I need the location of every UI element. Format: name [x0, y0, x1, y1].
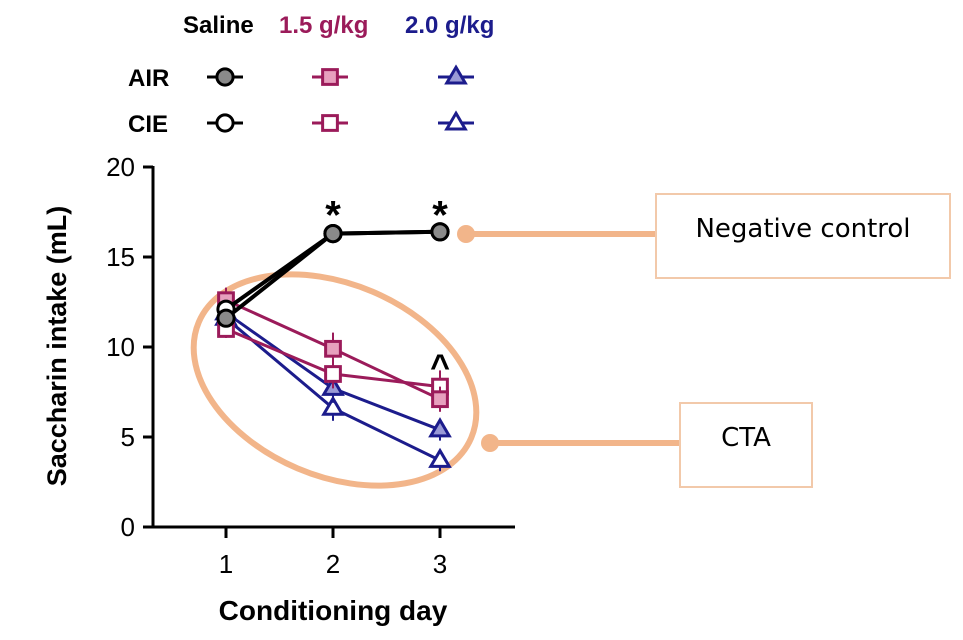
legend-header-saline: Saline: [183, 12, 254, 39]
cta-ellipse: [190, 271, 480, 489]
legend-key-marker: [321, 68, 339, 86]
y-tick-label: 0: [121, 512, 135, 542]
data-point: [324, 365, 342, 383]
data-point: [428, 417, 452, 438]
data-point: [321, 395, 345, 416]
negative-control-dot: [457, 225, 475, 243]
legend-row-air: AIR: [128, 65, 169, 92]
x-tick-label: 3: [433, 549, 447, 579]
legend-header-2-0: 2.0 g/kg: [405, 12, 494, 39]
legend-key-marker: [444, 110, 468, 131]
legend-key: [312, 114, 348, 132]
x-tick-label: 1: [219, 549, 233, 579]
significance-marker: ^: [430, 348, 450, 386]
x-axis-label: Conditioning day: [219, 595, 448, 626]
legend-key: [207, 113, 243, 133]
annotations: * * ^: [325, 194, 450, 386]
legend-key: [207, 67, 243, 87]
data-point: [323, 224, 343, 244]
legend-key-marker: [215, 113, 235, 133]
y-tick-label: 20: [106, 152, 135, 182]
y-tick-label: 5: [121, 422, 135, 452]
data-point: [428, 447, 452, 468]
significance-marker: *: [325, 194, 341, 238]
legend-row-cie: CIE: [128, 111, 168, 138]
y-tick-label: 10: [106, 332, 135, 362]
legend: Saline 1.5 g/kg 2.0 g/kg AIR CIE: [128, 12, 494, 138]
axes: 0 5 10 15 20 1 2 3 Saccharin intake (mL) Condi…: [42, 152, 515, 626]
legend-key-marker: [215, 67, 235, 87]
legend-key: [438, 64, 474, 85]
legend-keys: [207, 64, 474, 133]
cta-dot: [481, 434, 499, 452]
series-line: [224, 229, 441, 311]
cta-box: [679, 402, 813, 488]
x-ticks: 1 2 3: [219, 527, 447, 579]
y-ticks: 0 5 10 15 20: [106, 152, 153, 542]
callout-shapes: Negative control CTA: [190, 193, 951, 489]
negative-control-box: [655, 193, 951, 279]
legend-key-marker: [321, 114, 339, 132]
series-saline-air: [216, 222, 450, 328]
data-point: [430, 222, 450, 242]
legend-key-marker: [444, 64, 468, 85]
significance-marker: *: [432, 194, 448, 238]
y-tick-label: 15: [106, 242, 135, 272]
cta-label: CTA: [721, 423, 771, 453]
legend-key: [312, 68, 348, 86]
x-tick-label: 2: [326, 549, 340, 579]
data-point: [431, 390, 449, 409]
y-axis-label: Saccharin intake (mL): [42, 206, 72, 487]
legend-header-1-5: 1.5 g/kg: [279, 12, 368, 39]
negative-control-label: Negative control: [695, 214, 910, 244]
legend-key: [438, 110, 474, 131]
data-point: [324, 339, 342, 358]
plot-area: [214, 222, 452, 472]
data-point: [216, 308, 236, 328]
